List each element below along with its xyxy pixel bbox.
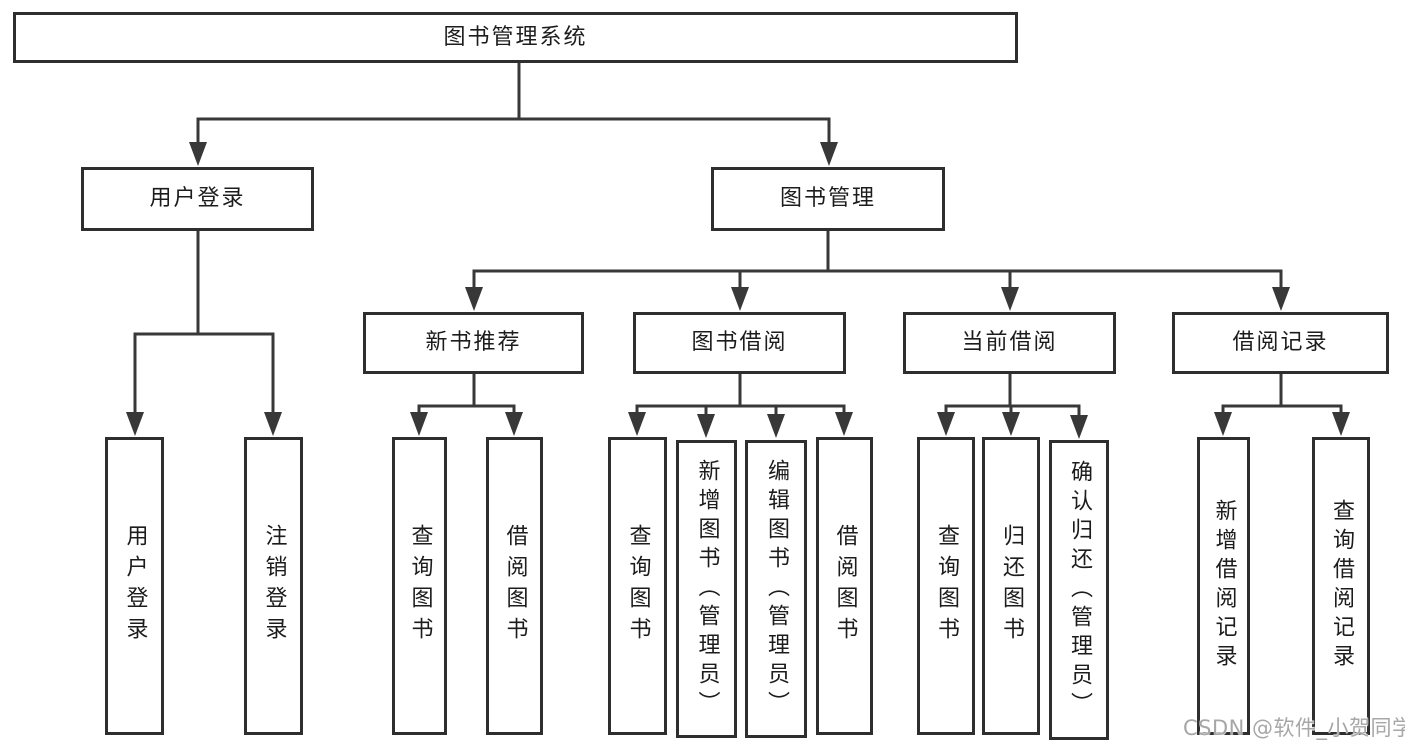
node-user-login: 用户登录 xyxy=(81,167,314,231)
arrowhead xyxy=(189,142,207,166)
arrowhead xyxy=(1214,412,1232,436)
leaf-borrow-books-recommend: 借阅图书 xyxy=(486,437,543,735)
leaf-query-borrow-record: 查询借阅记录 xyxy=(1312,437,1370,735)
leaf-add-borrow-record: 新增借阅记录 xyxy=(1197,437,1250,735)
connector-root-to-level2 xyxy=(189,63,838,166)
leaf-query-books-borrowing: 查询图书 xyxy=(608,437,667,735)
leaf-borrow-books: 借阅图书 xyxy=(816,437,873,735)
node-current-borrowing: 当前借阅 xyxy=(903,312,1116,374)
arrowhead xyxy=(937,412,955,436)
leaf-add-books-admin: 新增图书（管理员） xyxy=(676,440,737,738)
arrowhead xyxy=(1001,287,1019,311)
arrowhead xyxy=(835,412,853,436)
arrowhead xyxy=(1272,287,1290,311)
connector-book-borrow-to-leaves xyxy=(628,374,853,438)
connector-book-mgmt-to-level3 xyxy=(465,231,1290,311)
leaf-logout: 注销登录 xyxy=(244,437,303,735)
leaf-user-login: 用户登录 xyxy=(105,437,164,735)
connector-user-login-to-leaves xyxy=(126,231,282,436)
arrowhead xyxy=(697,414,715,438)
node-book-management: 图书管理 xyxy=(711,167,945,231)
leaf-edit-books-admin: 编辑图书（管理员） xyxy=(745,440,807,738)
arrowhead xyxy=(1332,412,1350,436)
arrowhead xyxy=(126,412,144,436)
arrowhead xyxy=(767,414,785,438)
arrowhead xyxy=(1070,415,1088,439)
leaf-query-books-current: 查询图书 xyxy=(917,437,975,735)
node-book-borrowing: 图书借阅 xyxy=(633,312,846,374)
arrowhead xyxy=(1002,412,1020,436)
arrowhead xyxy=(731,287,749,311)
leaf-return-books: 归还图书 xyxy=(982,437,1040,735)
node-borrow-records: 借阅记录 xyxy=(1172,312,1389,374)
arrowhead xyxy=(264,412,282,436)
node-new-book-recommend: 新书推荐 xyxy=(363,312,584,374)
arrowhead xyxy=(465,287,483,311)
node-root-library-system: 图书管理系统 xyxy=(13,12,1018,63)
connector-new-book-to-leaves xyxy=(410,374,523,436)
connector-current-borrow-to-leaves xyxy=(937,374,1088,439)
connector-borrow-records-to-leaves xyxy=(1214,374,1350,436)
csdn-watermark: CSDN @软件_小贺同学 xyxy=(1183,716,1405,740)
arrowhead xyxy=(820,142,838,166)
arrowhead xyxy=(628,412,646,436)
leaf-query-books-recommend: 查询图书 xyxy=(392,437,447,735)
leaf-confirm-return-admin: 确认归还（管理员） xyxy=(1049,440,1109,740)
arrowhead xyxy=(410,412,428,436)
arrowhead xyxy=(505,412,523,436)
